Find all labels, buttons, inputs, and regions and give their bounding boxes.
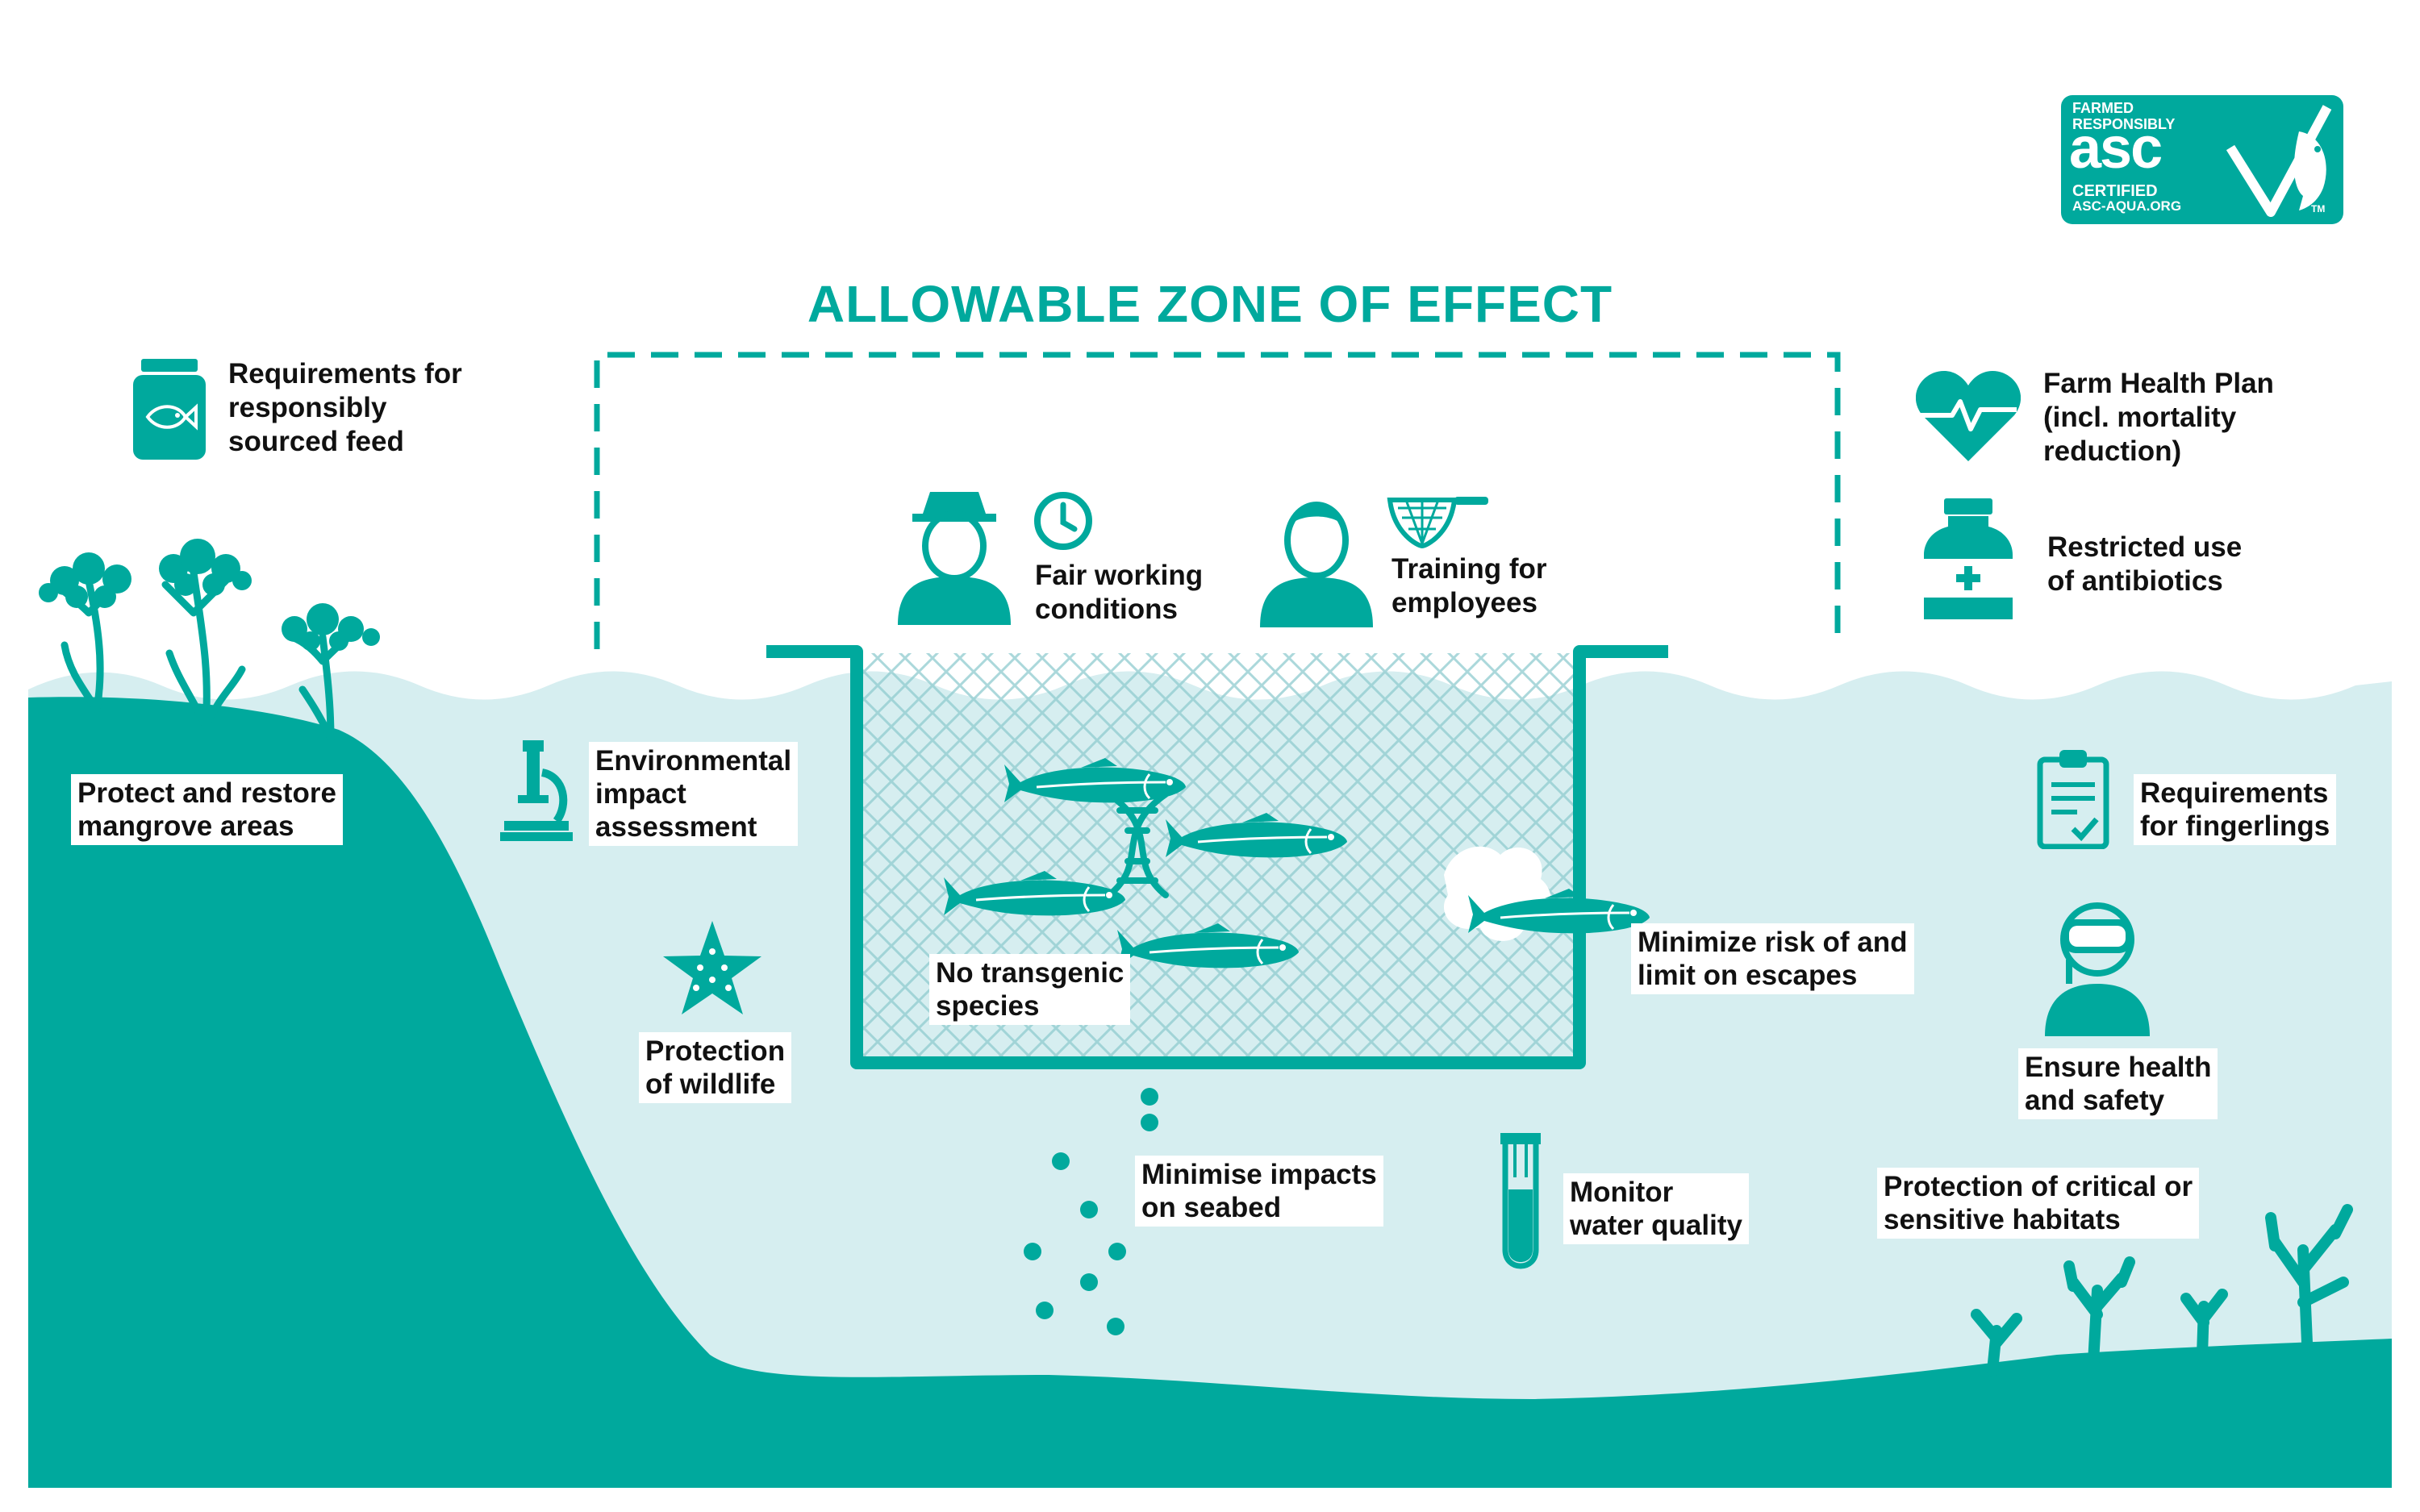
fish-icon bbox=[1166, 813, 1347, 858]
logo-line3: CERTIFIED bbox=[2072, 182, 2158, 200]
fish-icon bbox=[1004, 758, 1186, 803]
label-seabed: Minimise impacts on seabed bbox=[1135, 1156, 1383, 1227]
dna-icon bbox=[1106, 791, 1169, 898]
pen-frame bbox=[766, 645, 1668, 1069]
worker-icon bbox=[1260, 502, 1373, 627]
mangrove-foliage bbox=[39, 539, 380, 651]
medicine-bottle-icon bbox=[1924, 498, 2013, 619]
label-habitats: Protection of critical or sensitive habi… bbox=[1877, 1168, 2200, 1239]
label-training: Training for employees bbox=[1392, 553, 1547, 619]
worker-hat-icon bbox=[898, 492, 1011, 625]
feed-jar-icon bbox=[133, 359, 206, 460]
label-wildlife: Protection of wildlife bbox=[639, 1032, 792, 1103]
label-antibiotics: Restricted use of antibiotics bbox=[2047, 531, 2243, 597]
clock-icon bbox=[1034, 492, 1092, 550]
logo-line1: FARMED bbox=[2072, 100, 2134, 116]
fish-icon bbox=[1468, 889, 1650, 934]
test-tube-icon bbox=[1500, 1133, 1541, 1269]
label-transgenic: No transgenic species bbox=[929, 954, 1131, 1025]
microscope-icon bbox=[500, 740, 573, 841]
fish-icon bbox=[1117, 923, 1299, 968]
mangrove-tree-icon bbox=[52, 569, 359, 742]
label-health-plan: Farm Health Plan (incl. mortality reduct… bbox=[2043, 368, 2274, 467]
logo-line2: RESPONSIBLY bbox=[2072, 116, 2176, 132]
zone-outline bbox=[594, 352, 1841, 649]
diagram-title: ALLOWABLE ZONE OF EFFECT bbox=[807, 275, 1613, 333]
label-feed: Requirements for responsibly sourced fee… bbox=[228, 358, 462, 457]
label-fingerlings: Requirements for fingerlings bbox=[2134, 774, 2337, 845]
label-env-impact: Environmental impact assessment bbox=[589, 742, 799, 846]
starfish-icon bbox=[663, 921, 761, 1014]
coral-icon bbox=[1971, 1204, 2353, 1377]
fish-icon bbox=[944, 871, 1125, 916]
label-fair-work: Fair working conditions bbox=[1035, 560, 1204, 625]
fishing-net-icon bbox=[1387, 497, 1488, 549]
clipboard-check-icon bbox=[2037, 750, 2109, 849]
label-water-quality: Monitor water quality bbox=[1563, 1173, 1749, 1244]
logo-main: asc bbox=[2069, 116, 2163, 181]
seabed bbox=[28, 697, 2392, 1488]
logo-line4: ASC-AQUA.ORG bbox=[2072, 198, 2182, 214]
asc-logo: FARMED RESPONSIBLY asc CERTIFIED ASC-AQU… bbox=[2061, 95, 2343, 224]
heart-pulse-icon bbox=[1916, 371, 2021, 461]
particles bbox=[1024, 1088, 1158, 1335]
label-escapes: Minimize risk of and limit on escapes bbox=[1631, 923, 1914, 994]
label-safety: Ensure health and safety bbox=[2018, 1048, 2218, 1119]
fish-checkmark-icon bbox=[2226, 105, 2332, 217]
logo-tm: TM bbox=[2311, 203, 2326, 215]
label-mangrove: Protect and restore mangrove areas bbox=[71, 774, 343, 845]
diver-mask-icon bbox=[2045, 902, 2150, 1036]
